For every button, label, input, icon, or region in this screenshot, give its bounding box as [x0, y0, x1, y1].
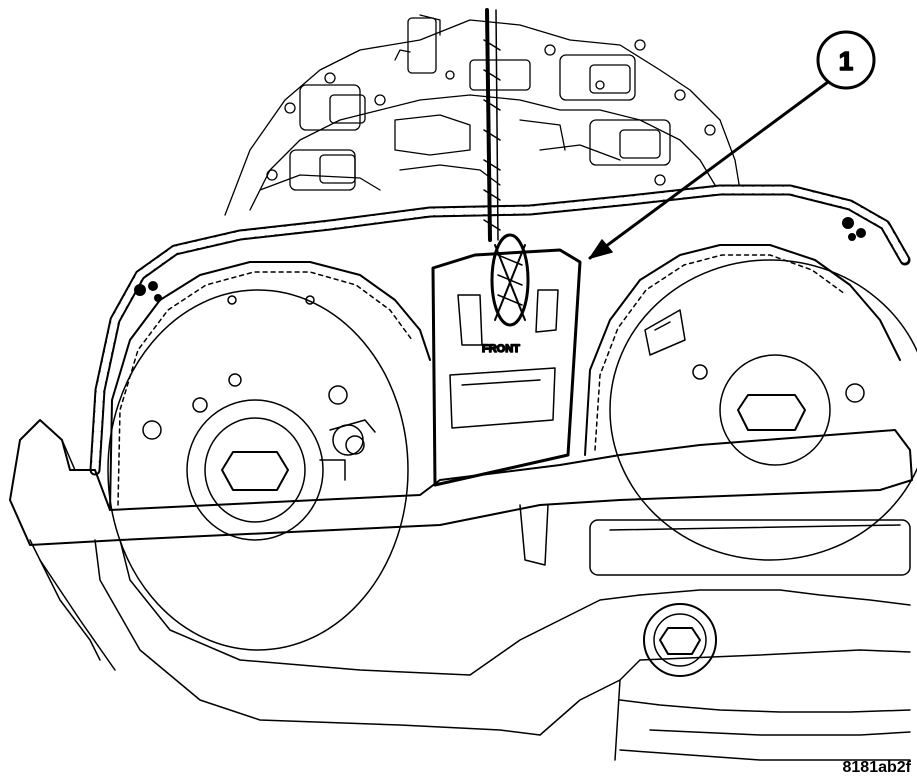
lower-bolt [643, 603, 717, 677]
hanging-wire [483, 8, 530, 327]
tool-front-label: FRONT [482, 343, 520, 355]
right-cam-sprocket [584, 244, 917, 561]
timing-marks [134, 217, 866, 302]
callout-1: 1 [588, 30, 876, 260]
chain-holding-tool: FRONT [431, 248, 582, 487]
front-cover [9, 419, 913, 761]
left-cam-sprocket [107, 261, 431, 651]
callout-number: 1 [839, 46, 853, 76]
figure-id-label: 8181ab2f [842, 759, 912, 776]
cylinder-head [224, 14, 741, 216]
